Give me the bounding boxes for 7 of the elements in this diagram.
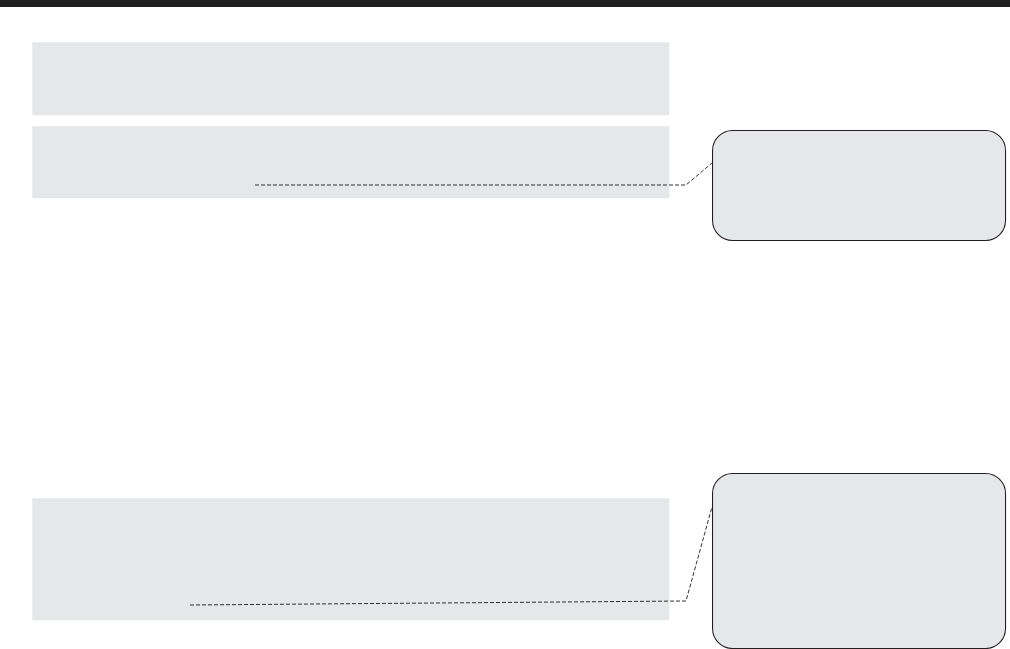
leader-line xyxy=(189,506,713,606)
band xyxy=(32,126,670,199)
band xyxy=(32,42,670,116)
callout-box xyxy=(712,473,1007,649)
callout-box xyxy=(712,130,1007,242)
band xyxy=(32,498,670,621)
leader-line xyxy=(254,162,713,186)
